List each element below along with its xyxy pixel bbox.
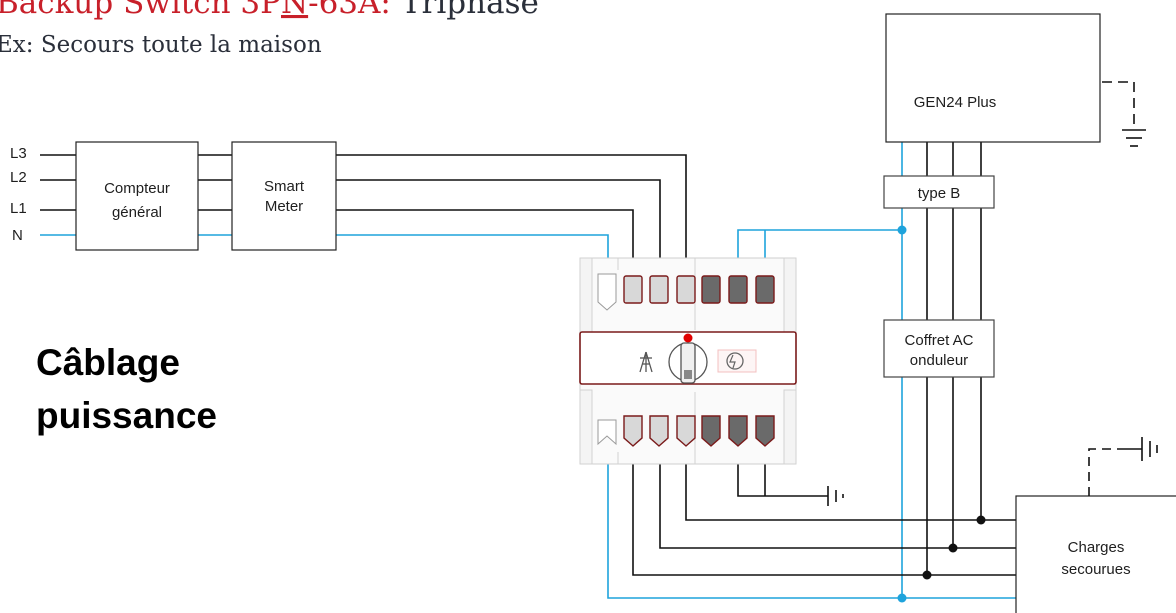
- type-b-box: type B: [883, 175, 995, 209]
- line-label-l3: L3: [10, 145, 27, 162]
- charges-line2: secourues: [1061, 561, 1130, 578]
- gen24-label: GEN24 Plus: [914, 94, 997, 111]
- junction-dots: [897, 225, 986, 603]
- coffret-line1: Coffret AC: [905, 332, 974, 349]
- charges-ground: [1088, 437, 1158, 496]
- title-red-part: Backup Switch 3P: [0, 0, 281, 21]
- coffret-line2: onduleur: [910, 352, 968, 369]
- title-red-suffix: -63A:: [308, 0, 391, 21]
- rotary-knob-icon: [668, 342, 708, 384]
- bottom-terminals: [597, 415, 775, 447]
- meter-to-switch-phase-wires: [336, 154, 687, 278]
- incoming-phase-wires: [40, 154, 232, 211]
- inverter-icon: [717, 349, 757, 373]
- compteur-line1: Compteur: [104, 180, 170, 197]
- top-terminals: [597, 273, 775, 311]
- line-label-n: N: [12, 227, 23, 244]
- switch-to-charges-neutral-wire: [607, 446, 1016, 599]
- smart-meter-line1: Smart: [264, 178, 305, 195]
- type-b-label: type B: [918, 185, 961, 202]
- meter-to-switch-neutral-wire: [336, 234, 609, 274]
- title-dark-part: Triphase: [401, 0, 539, 21]
- compteur-line2: général: [112, 204, 162, 221]
- section-label-line1: Câblage: [36, 342, 180, 383]
- switch-to-charges-phase-wires: [632, 446, 1016, 576]
- charges-line1: Charges: [1068, 539, 1125, 556]
- subtitle: Ex: Secours toute la maison: [0, 32, 322, 58]
- status-indicator: [683, 333, 693, 343]
- backup-switch-device: [579, 257, 797, 465]
- line-label-l2: L2: [10, 169, 27, 186]
- coffret-ac-box: Coffret AC onduleur: [883, 319, 995, 378]
- gen24-plus-box: GEN24 Plus: [885, 13, 1101, 143]
- line-label-l1: L1: [10, 200, 27, 217]
- diagram-title: Backup Switch 3PN-63A: Triphase: [0, 0, 539, 21]
- title-n-letter: N: [281, 0, 308, 21]
- smart-meter-box: Smart Meter: [231, 141, 337, 251]
- compteur-general-box: Compteur général: [75, 141, 199, 251]
- grid-pylon-icon: [639, 351, 653, 373]
- smart-meter-line2: Meter: [265, 198, 303, 215]
- gen24-ground: [1102, 81, 1146, 147]
- section-label-line2: puissance: [36, 395, 217, 436]
- charges-secourues-box: Charges secourues: [1015, 495, 1176, 613]
